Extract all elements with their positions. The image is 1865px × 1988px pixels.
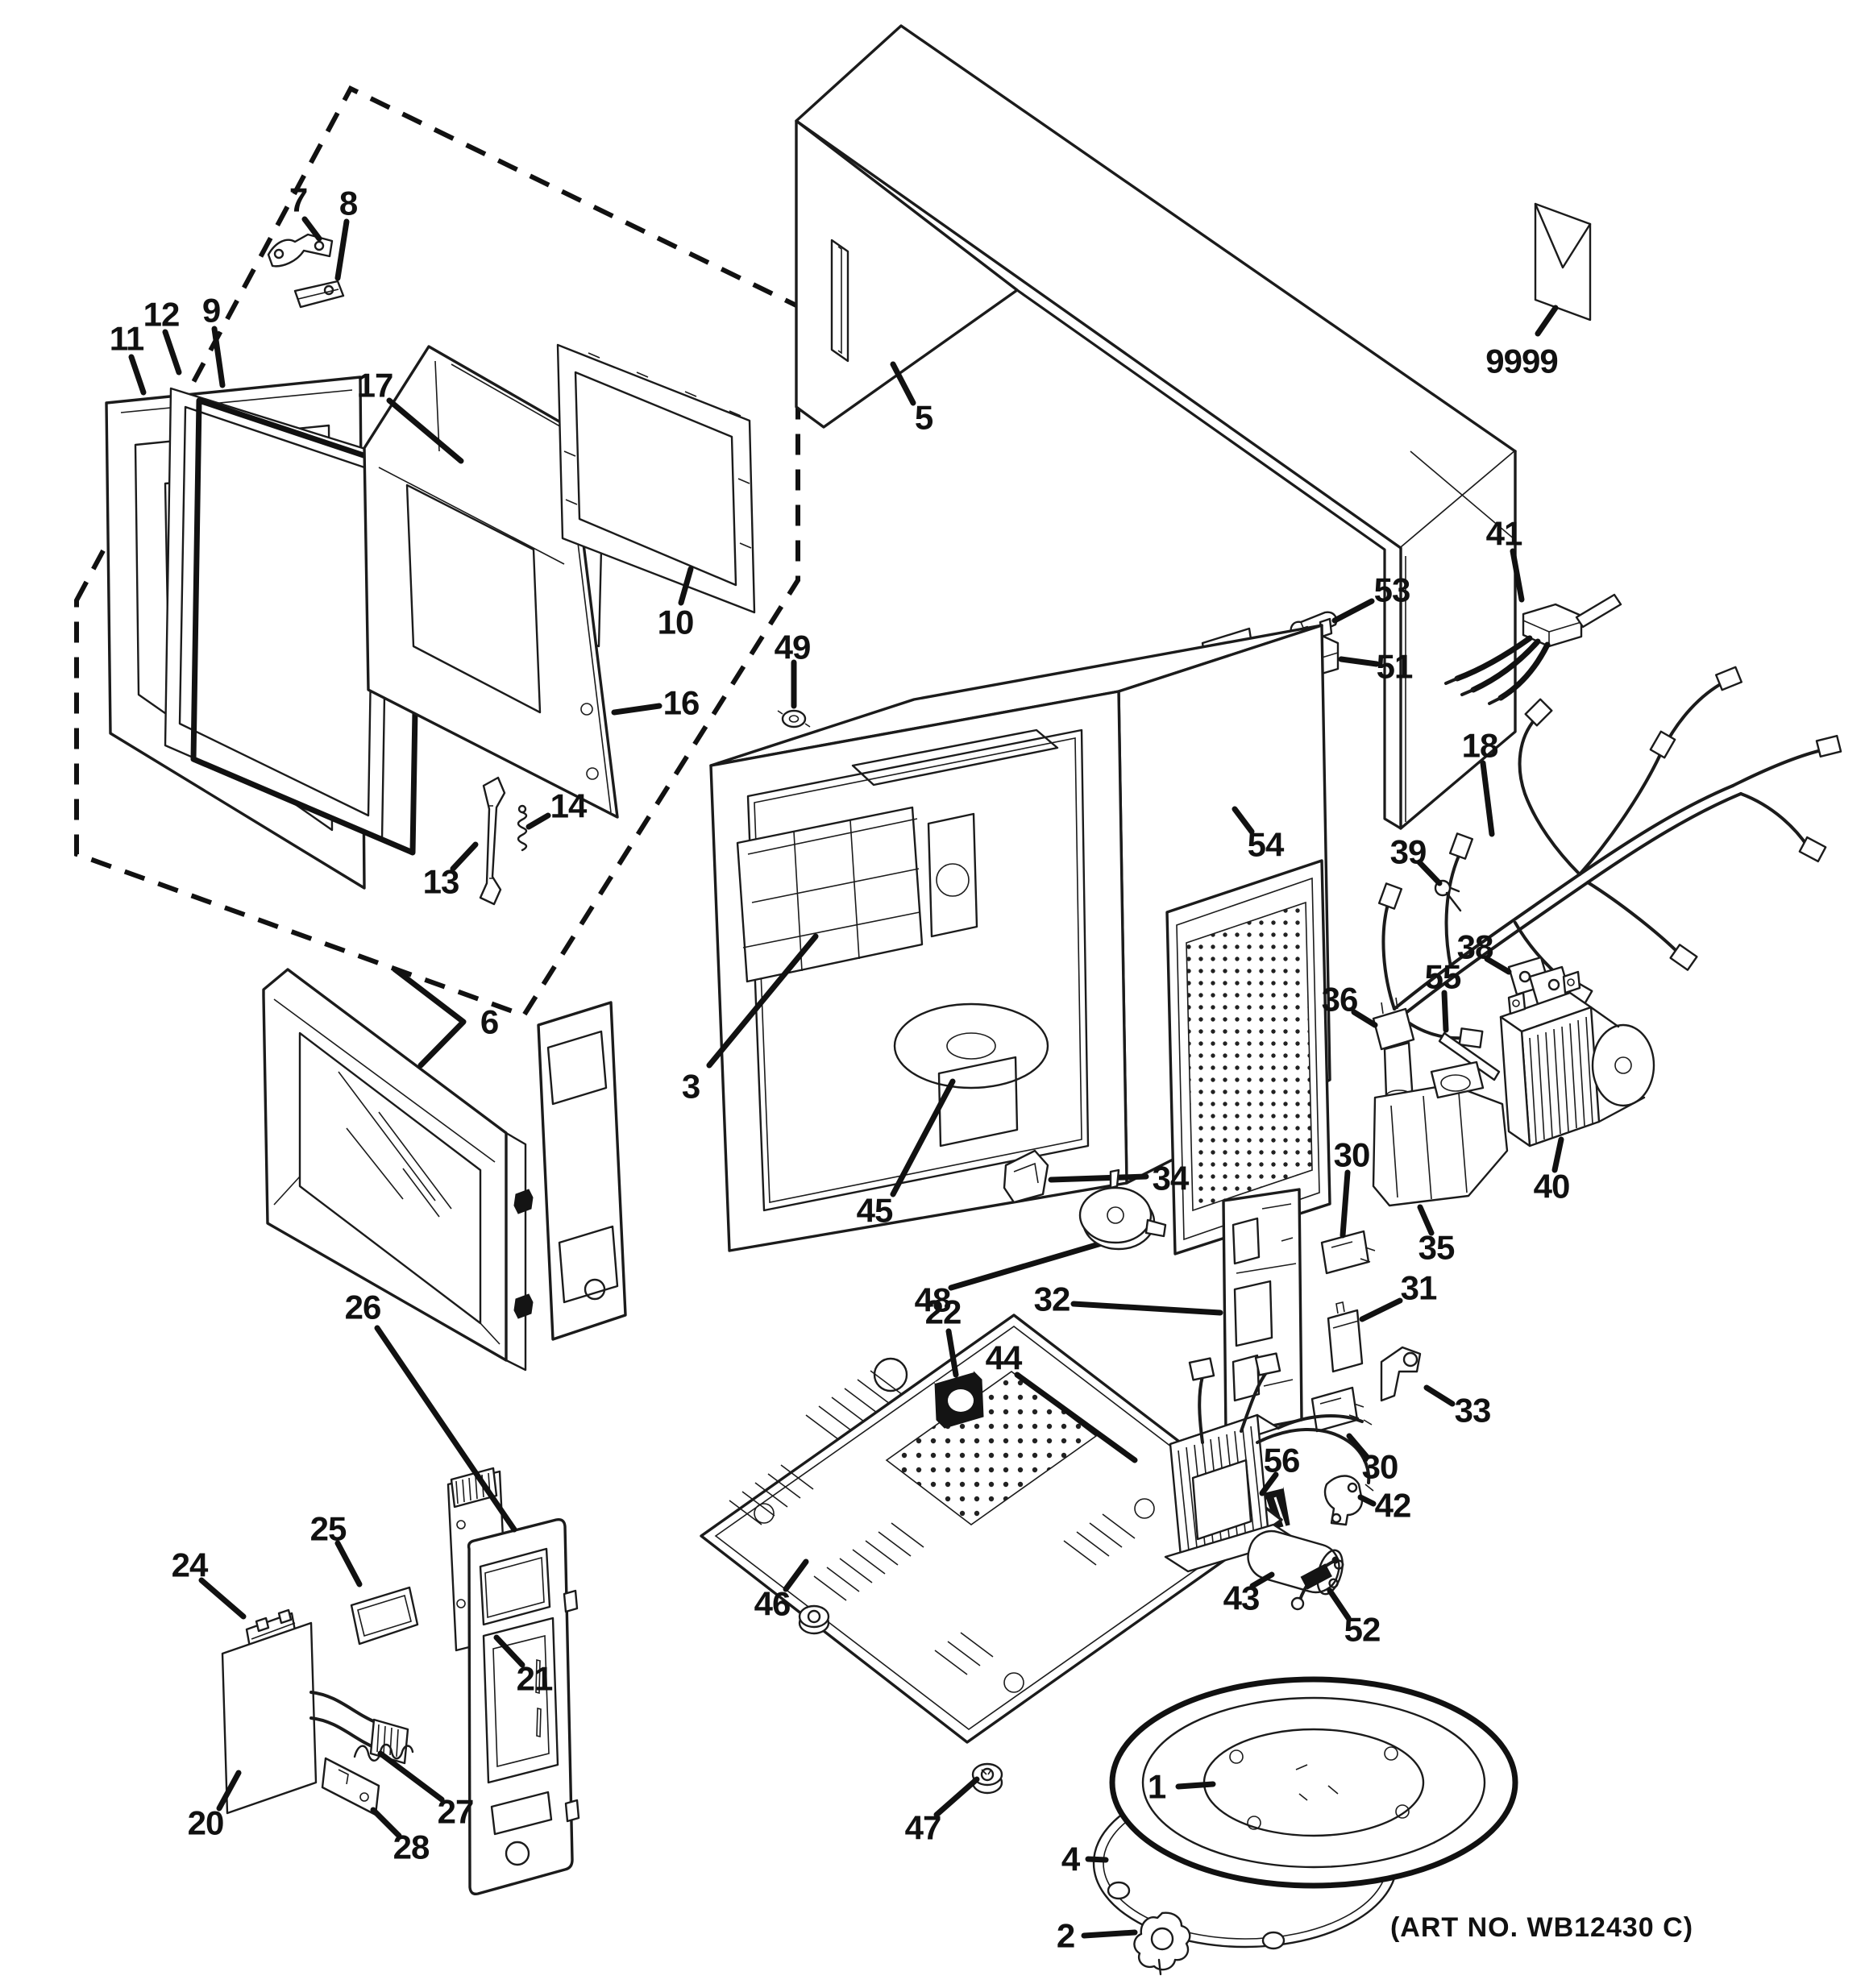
part-label-51: 51	[1377, 648, 1413, 686]
part-label-55: 55	[1425, 958, 1461, 996]
part-label-34: 34	[1153, 1160, 1190, 1197]
part-label-26: 26	[345, 1289, 381, 1326]
part-label-43: 43	[1223, 1579, 1260, 1617]
part-label-49: 49	[775, 629, 811, 666]
part-label-20: 20	[188, 1804, 224, 1842]
part-label-9999: 9999	[1485, 342, 1557, 380]
leader-lines	[128, 216, 1564, 1939]
part-label-18: 18	[1462, 727, 1498, 765]
oven-lamp-36	[1372, 997, 1415, 1102]
part-label-33: 33	[1455, 1392, 1491, 1430]
part-label-41: 41	[1486, 515, 1522, 553]
part-label-7: 7	[289, 181, 307, 219]
door-latch-lever-13	[479, 776, 506, 906]
part-label-38: 38	[1457, 928, 1493, 966]
hinge-bracket-7	[267, 233, 334, 268]
part-label-25: 25	[310, 1510, 347, 1548]
part-label-48: 48	[915, 1281, 951, 1319]
magnetron-40	[1499, 970, 1655, 1148]
perforated-back-panel	[1165, 859, 1331, 1255]
part-label-36: 36	[1322, 981, 1358, 1019]
door-choke-frame-10	[556, 343, 756, 614]
power-cord-bushing-22	[934, 1371, 984, 1429]
base-plate-46	[700, 1314, 1283, 1744]
part-label-13: 13	[423, 863, 459, 901]
part-label-11: 11	[110, 320, 144, 358]
foot-47	[971, 1762, 1003, 1795]
part-label-4: 4	[1061, 1841, 1081, 1878]
part-label-24: 24	[172, 1546, 209, 1584]
grease-washer-49	[777, 709, 811, 728]
part-label-5: 5	[915, 399, 933, 437]
part-label-45: 45	[857, 1192, 893, 1230]
door-gasket-9	[190, 397, 422, 856]
turntable-motor-48	[1078, 1168, 1167, 1251]
part-label-1: 1	[1148, 1768, 1166, 1806]
spring-27	[353, 1743, 414, 1762]
latch-lever-33	[1380, 1346, 1422, 1402]
part-label-53: 53	[1374, 571, 1410, 609]
door-subassembly-boundary	[74, 85, 800, 1019]
part-label-56: 56	[1264, 1442, 1300, 1480]
part-label-16: 16	[663, 684, 700, 722]
wiring-harness-18	[1377, 666, 1842, 1048]
part-label-47: 47	[905, 1809, 941, 1847]
part-label-17: 17	[357, 367, 393, 405]
latch-spring-14	[517, 804, 528, 852]
inner-door-panel-16	[363, 345, 619, 819]
hv-diode-52	[1290, 1556, 1340, 1611]
part-label-10: 10	[658, 604, 694, 641]
part-label-35: 35	[1418, 1229, 1455, 1267]
outer-case-wrap-5	[795, 24, 1517, 830]
art-number: (ART NO. WB12430 C)	[1390, 1912, 1693, 1943]
turntable-tray-1	[1109, 1676, 1518, 1889]
membrane-keypad-20	[221, 1621, 409, 1815]
part-label-6: 6	[480, 1003, 498, 1041]
display-window-25	[350, 1586, 419, 1646]
interlock-switch-31	[1327, 1301, 1364, 1373]
part-label-42: 42	[1375, 1487, 1411, 1525]
door-opener-button-28	[321, 1757, 380, 1816]
part-label-12: 12	[143, 296, 180, 334]
micro-switch-30-lower	[1310, 1386, 1364, 1433]
part-label-8: 8	[339, 185, 358, 222]
part-label-14: 14	[550, 787, 588, 825]
literature-envelope-9999	[1534, 202, 1592, 322]
control-panel-26	[467, 1517, 580, 1896]
part-label-46: 46	[754, 1585, 791, 1623]
part-label-30a: 30	[1334, 1136, 1370, 1174]
part-label-31: 31	[1401, 1269, 1437, 1307]
air-duct-35	[1372, 1060, 1509, 1207]
part-label-40: 40	[1534, 1168, 1570, 1206]
mounting-bracket-38	[1507, 956, 1572, 1006]
support-bracket-42	[1323, 1475, 1364, 1526]
part-label-9: 9	[202, 292, 220, 330]
part-label-28: 28	[393, 1828, 430, 1866]
part-label-21: 21	[517, 1660, 553, 1698]
part-label-54: 54	[1248, 826, 1285, 864]
part-label-52: 52	[1344, 1611, 1381, 1649]
thermostat-41	[1444, 593, 1622, 705]
part-label-27: 27	[438, 1793, 474, 1831]
part-label-22: 22	[925, 1293, 962, 1331]
micro-switch-30-upper	[1320, 1230, 1376, 1275]
outer-door-6	[262, 968, 534, 1372]
stirrer-shaft-55	[1438, 1031, 1501, 1081]
part-label-32: 32	[1034, 1280, 1070, 1318]
screw-clip-39	[1430, 875, 1462, 912]
part-label-3: 3	[682, 1068, 700, 1106]
hinge-bracket-8	[293, 280, 345, 309]
part-label-44: 44	[986, 1339, 1023, 1377]
part-label-30b: 30	[1362, 1448, 1398, 1486]
turntable-coupler-2	[1133, 1911, 1191, 1976]
latch-board-32	[1222, 1188, 1303, 1436]
part-label-2: 2	[1057, 1917, 1074, 1955]
part-label-39: 39	[1390, 833, 1427, 871]
door-latch-body-34	[1003, 1149, 1049, 1204]
control-side-trim-panel	[537, 1001, 627, 1341]
